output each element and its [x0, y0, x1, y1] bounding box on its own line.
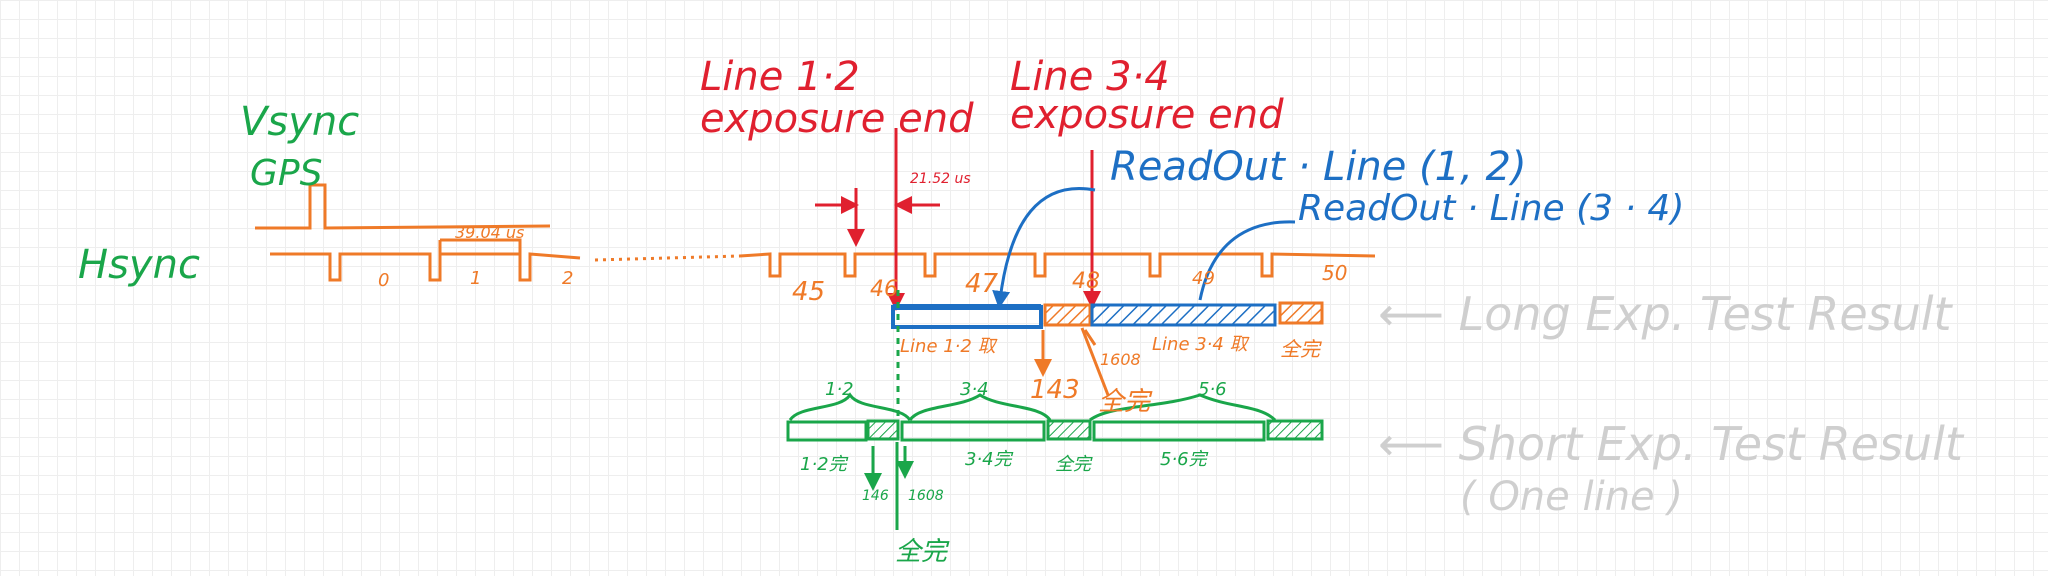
tick-48: 48 — [1072, 269, 1100, 294]
value-1608b: 1608 — [908, 488, 944, 504]
all-done-b: 全完 — [1098, 387, 1153, 417]
long-bar-line34 — [1090, 303, 1277, 327]
group-56: 5·6 — [1198, 379, 1227, 400]
tick-49: 49 — [1192, 268, 1215, 289]
all-done-d: 全完 — [895, 537, 950, 567]
value-1608a: 1608 — [1100, 350, 1141, 369]
hsync-label: Hsync — [78, 242, 200, 288]
line34-title: Line 3·4 — [1010, 54, 1170, 100]
short-result-label: ⟵ Short Exp. Test Result — [1378, 417, 1965, 471]
done-56: 5·6完 — [1160, 449, 1209, 470]
tick-2: 2 — [562, 268, 573, 289]
line34-exposure-end: exposure end — [1010, 92, 1284, 138]
long-exposure-bars — [891, 301, 1324, 329]
tick-0: 0 — [378, 270, 389, 291]
tick-46: 46 — [870, 277, 898, 302]
readout-12-label: ReadOut · Line (1, 2) — [1110, 144, 1527, 190]
hsync-waveform — [270, 238, 1376, 282]
tick-45: 45 — [792, 277, 825, 307]
group-12: 1·2 — [825, 379, 854, 400]
one-line-label: ( One line ) — [1460, 474, 1683, 520]
line12-done: Line 1·2 取 — [900, 336, 998, 357]
done-34: 3·4完 — [965, 449, 1014, 470]
value-146: 146 — [862, 488, 889, 504]
time-2152: 21.52 us — [910, 171, 971, 187]
tick-47: 47 — [965, 269, 999, 299]
done-12: 1·2完 — [800, 454, 849, 475]
vsync-waveform — [255, 183, 551, 230]
readout-callouts — [992, 187, 1296, 309]
all-done-a: 全完 — [1280, 337, 1322, 361]
time-3904: 39.04 us — [455, 223, 524, 242]
value-143: 143 — [1030, 375, 1080, 405]
long-bar-transition-1 — [1043, 303, 1092, 327]
line12-title: Line 1·2 — [700, 54, 860, 100]
tick-50: 50 — [1322, 261, 1347, 285]
exposure-end-markers — [815, 128, 1101, 311]
line34-done: Line 3·4 取 — [1152, 334, 1250, 355]
tick-1: 1 — [470, 268, 481, 289]
gps-label: GPS — [250, 153, 322, 194]
all-done-c: 全完 — [1055, 454, 1093, 475]
text-labels: Vsync GPS Hsync Line 1·2 exposure end Li… — [78, 54, 1965, 567]
readout-34-label: ReadOut · Line (3 · 4) — [1298, 188, 1684, 229]
line12-exposure-end: exposure end — [700, 96, 974, 142]
short-exposure-bars — [786, 290, 1324, 530]
long-bar-transition-2 — [1278, 301, 1324, 325]
group-34: 3·4 — [960, 379, 989, 400]
vsync-label: Vsync — [240, 99, 359, 145]
long-result-markers — [1034, 327, 1110, 396]
long-result-label: ⟵ Long Exp. Test Result — [1378, 287, 1954, 341]
